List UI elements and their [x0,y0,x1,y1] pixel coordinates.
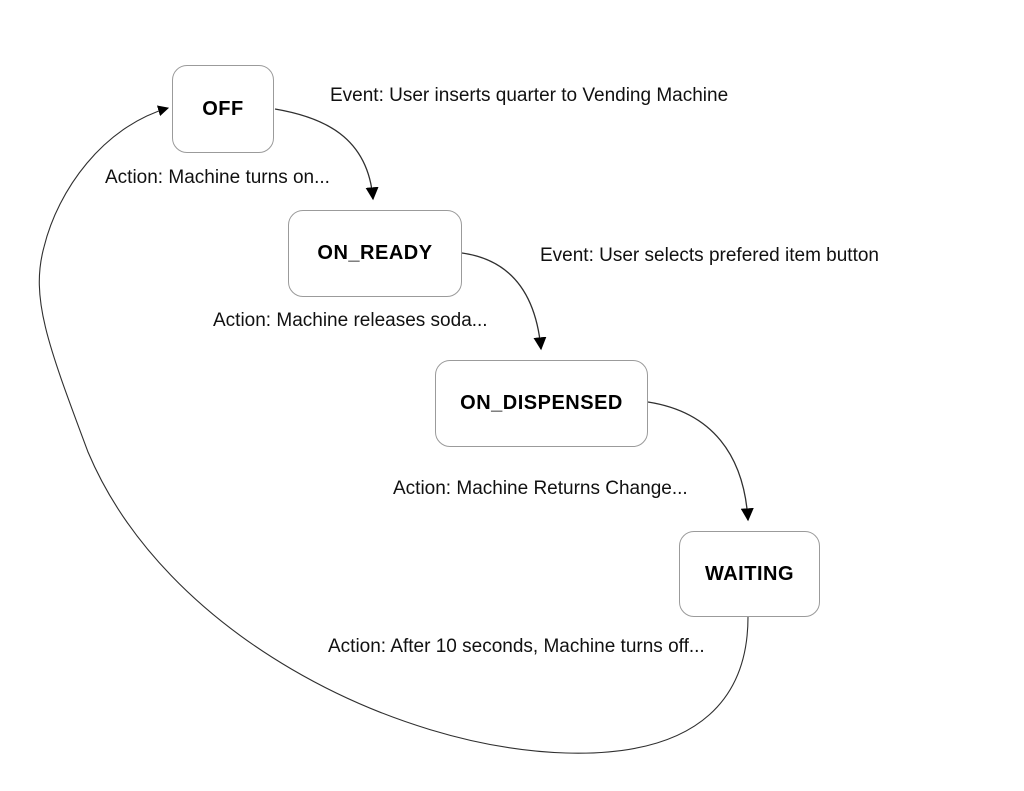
annotation-event-select-item: Event: User selects prefered item button [540,245,879,266]
state-node-off: OFF [172,65,274,153]
state-label-off: OFF [202,97,244,120]
annotation-action-releases-soda: Action: Machine releases soda... [213,310,488,331]
annotation-action-turns-off: Action: After 10 seconds, Machine turns … [328,636,705,657]
state-label-waiting: WAITING [704,562,795,585]
state-label-on-ready: ON_READY [317,242,433,264]
annotation-event-insert-quarter: Event: User inserts quarter to Vending M… [330,85,729,106]
transition-on-dispensed-to-waiting-arrow [647,401,754,522]
state-node-on-dispensed: ON_DISPENSED [435,360,648,447]
transition-off-to-on-ready-arrow [274,108,379,201]
state-node-on-ready: ON_READY [288,210,462,297]
transition-waiting-to-off-arrow [38,105,749,754]
annotation-action-machine-turns-on: Action: Machine turns on... [105,167,330,188]
state-label-on-dispensed: ON_DISPENSED [460,392,623,414]
annotation-action-returns-change: Action: Machine Returns Change... [393,478,688,499]
transition-on-ready-to-on-dispensed-arrow [461,252,547,351]
state-node-waiting: WAITING [679,531,820,617]
